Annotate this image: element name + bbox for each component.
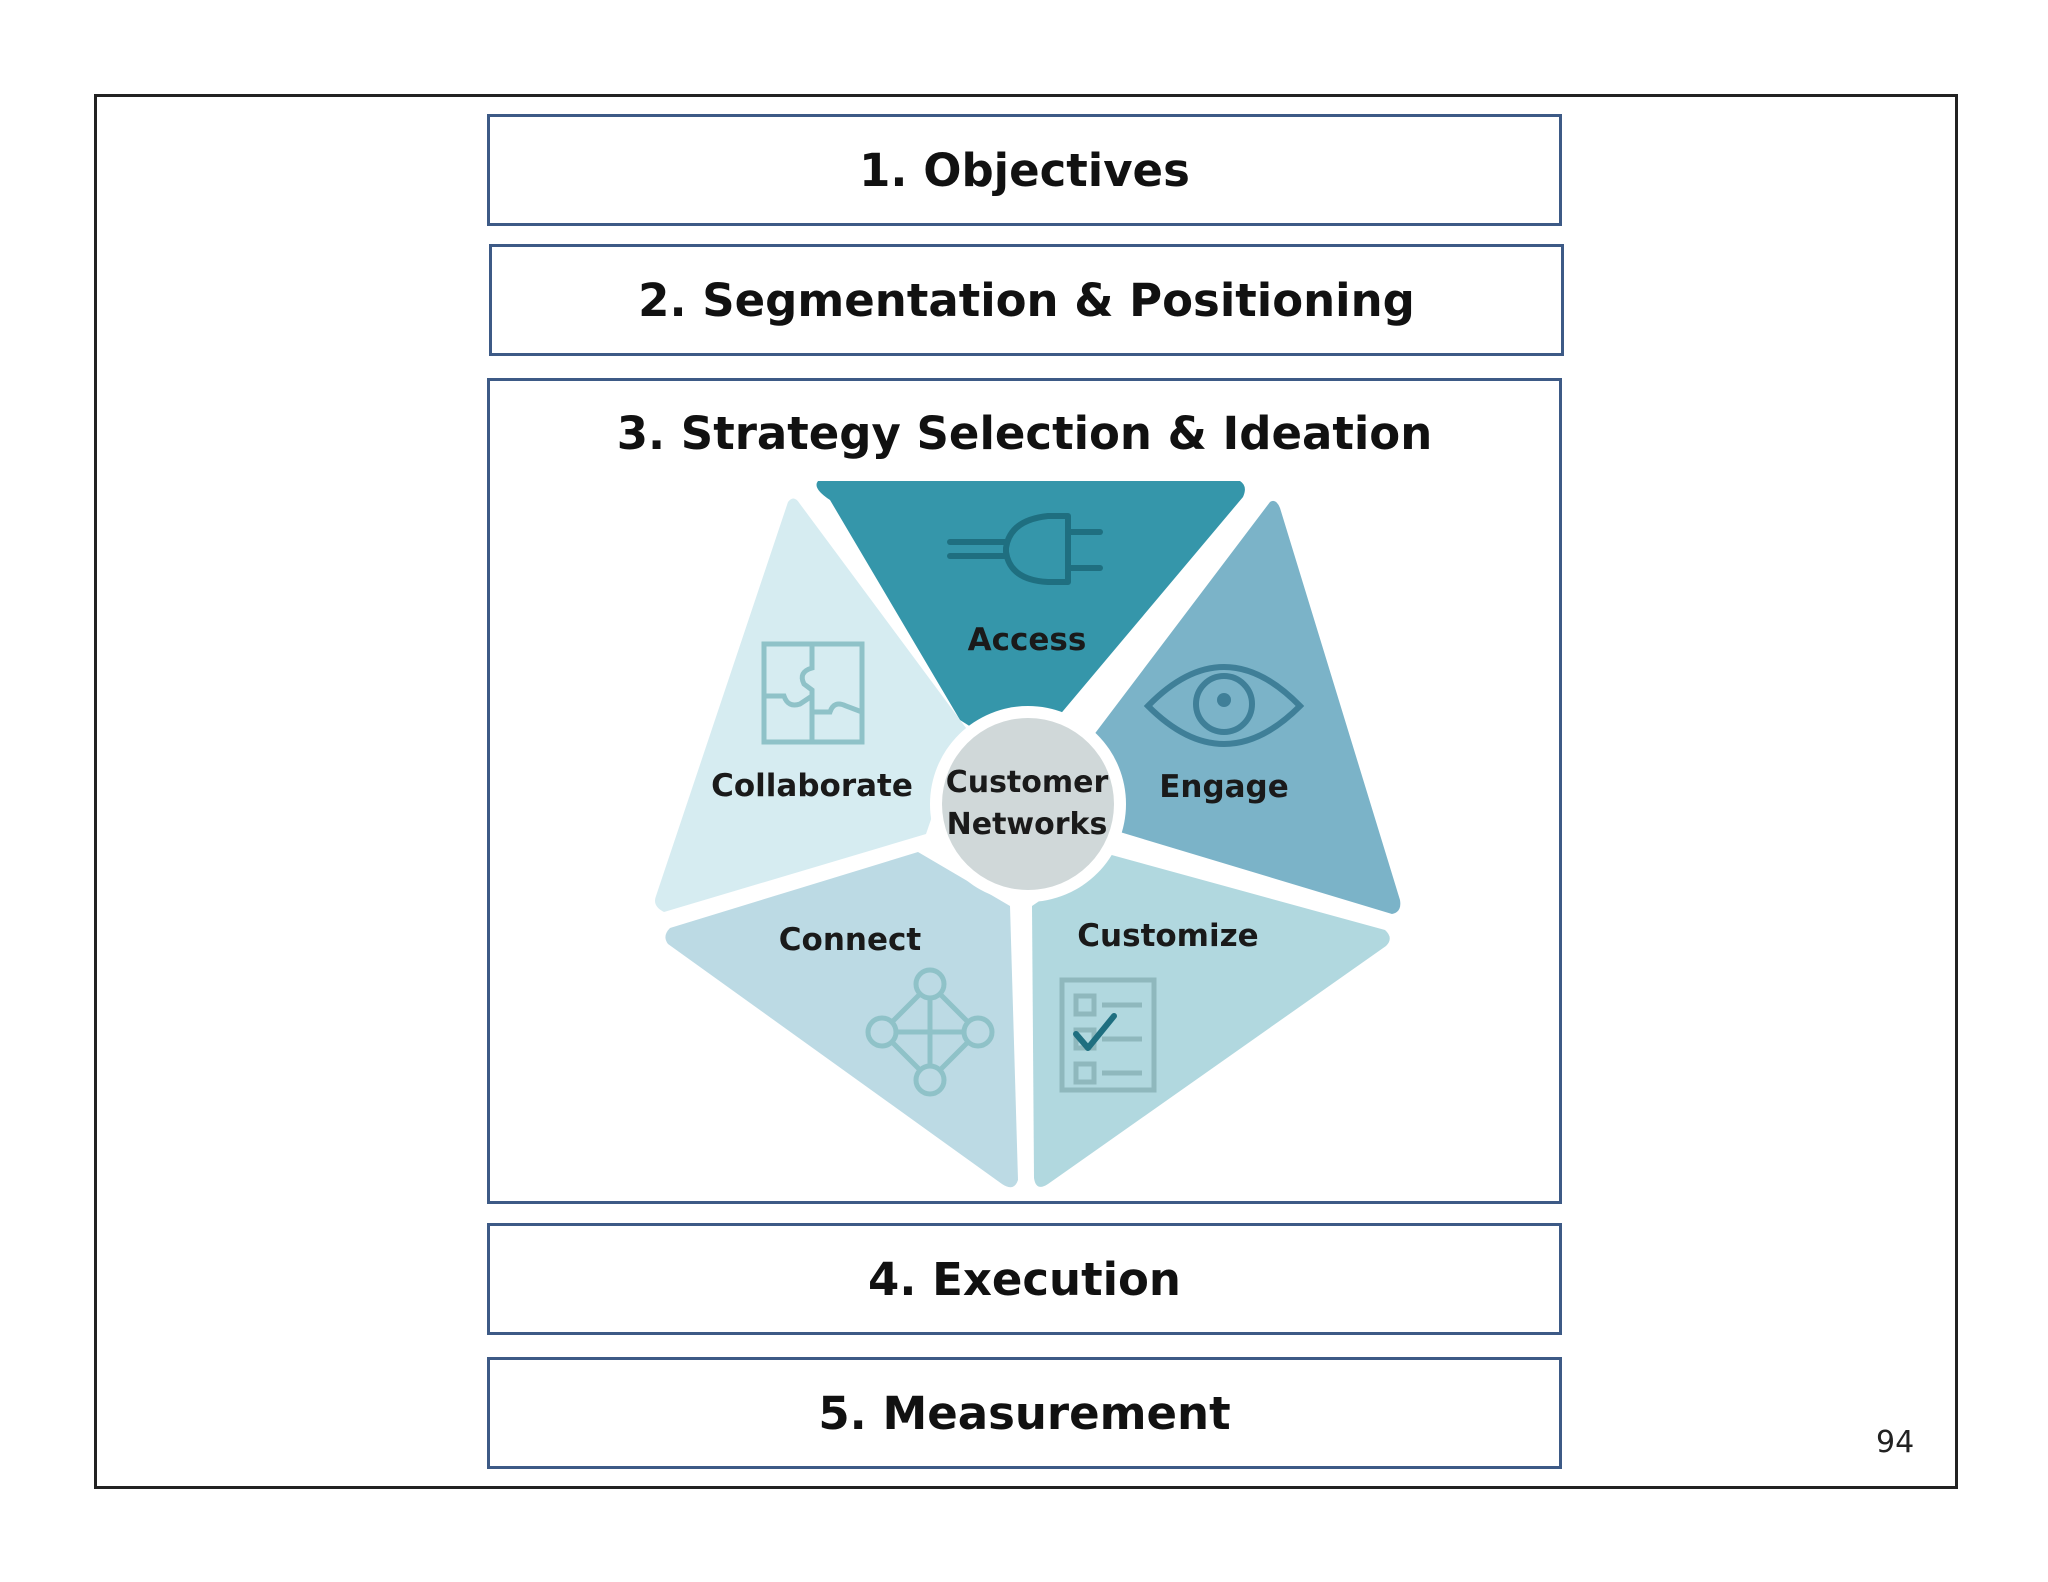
step-execution-box: 4. Execution	[487, 1223, 1562, 1335]
step-objectives-box: 1. Objectives	[487, 114, 1562, 226]
step-segmentation-box: 2. Segmentation & Positioning	[489, 244, 1564, 356]
step-segmentation-label: 2. Segmentation & Positioning	[638, 273, 1415, 327]
plug-icon	[947, 513, 1103, 585]
segment-connect	[665, 852, 1018, 1188]
checklist-icon	[1059, 977, 1157, 1093]
step-objectives-label: 1. Objectives	[859, 143, 1190, 197]
segment-collaborate-label: Collaborate	[711, 768, 913, 804]
segment-access-label: Access	[968, 622, 1087, 658]
puzzle-icon	[761, 641, 865, 745]
page-number: 94	[1876, 1425, 1915, 1460]
step-execution-label: 4. Execution	[868, 1252, 1181, 1306]
segment-engage	[1090, 500, 1401, 914]
segment-customize-label: Customize	[1077, 918, 1258, 954]
segment-customize	[1032, 854, 1390, 1187]
eye-icon	[1143, 664, 1305, 747]
step-measurement-label: 5. Measurement	[818, 1386, 1231, 1440]
center-label-line1: Customer	[946, 765, 1109, 800]
center-label-line2: Networks	[947, 807, 1108, 842]
segment-engage-label: Engage	[1159, 769, 1289, 805]
segment-connect-label: Connect	[779, 922, 922, 958]
step-measurement-box: 5. Measurement	[487, 1357, 1562, 1469]
step-strategy-label: 3. Strategy Selection & Ideation	[616, 407, 1433, 460]
segment-access	[816, 481, 1245, 758]
network-icon	[865, 967, 995, 1097]
center-circle	[942, 718, 1114, 890]
